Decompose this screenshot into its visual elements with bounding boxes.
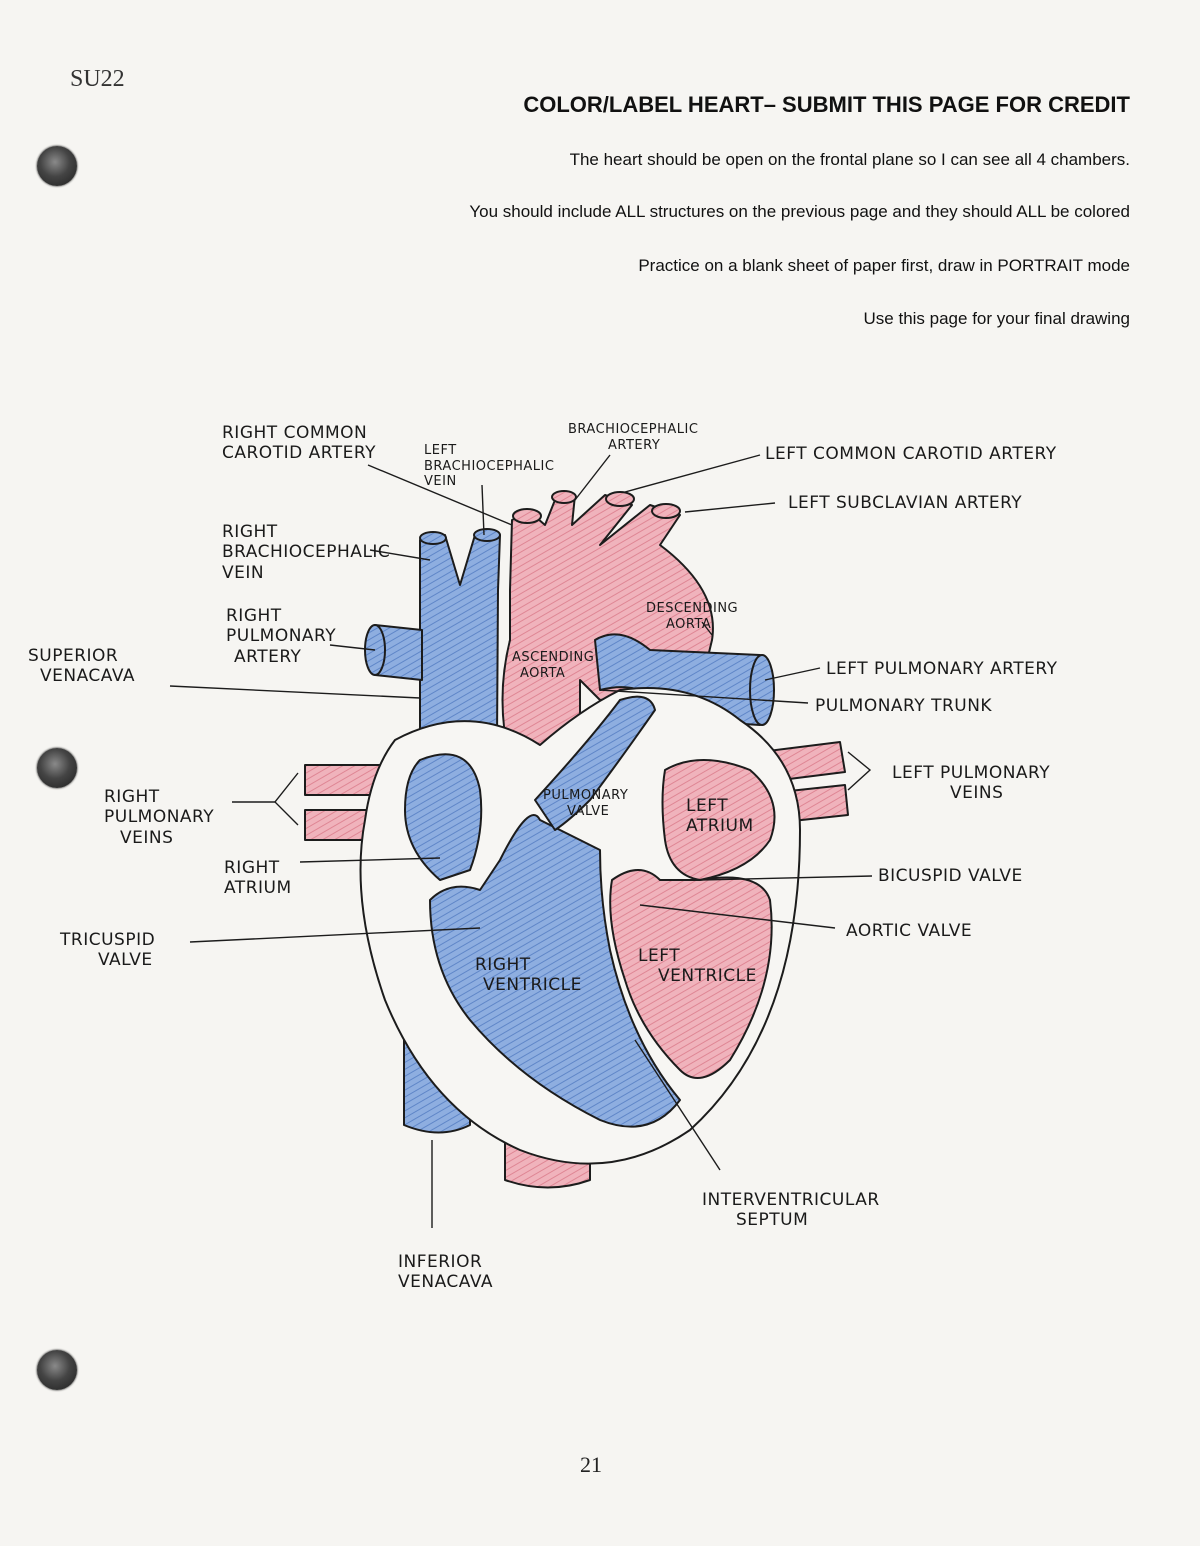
pulmonary-channel-shape — [534, 695, 656, 831]
left-atrium-shape — [661, 759, 776, 881]
superior-vena-cava-shape — [419, 534, 501, 741]
right-atrium-shape — [404, 753, 483, 881]
label-aortic-valve: AORTIC VALVE — [846, 921, 973, 941]
corner-code: SU22 — [70, 66, 125, 92]
label-left-common-carotid-artery: LEFT COMMON CAROTID ARTERY — [765, 444, 1057, 464]
instruction-line: Practice on a blank sheet of paper first… — [638, 256, 1130, 275]
instruction-line: You should include ALL structures on the… — [469, 202, 1130, 221]
page-title: COLOR/LABEL HEART– SUBMIT THIS PAGE FOR … — [523, 92, 1130, 117]
page-number: 21 — [580, 1452, 602, 1477]
binder-hole — [37, 146, 77, 186]
instruction-line: The heart should be open on the frontal … — [569, 150, 1130, 169]
label-bicuspid-valve: BICUSPID VALVE — [878, 866, 1023, 886]
binder-hole — [37, 748, 77, 788]
label-left-subclavian-artery: LEFT SUBCLAVIAN ARTERY — [788, 493, 1023, 513]
binder-hole — [37, 1350, 77, 1390]
label-pulmonary-trunk: PULMONARY TRUNK — [815, 696, 993, 716]
right-ventricle-shape — [429, 814, 681, 1128]
left-ventricle-shape — [609, 869, 773, 1079]
label-left-pulmonary-artery: LEFT PULMONARY ARTERY — [826, 659, 1058, 679]
instruction-line: Use this page for your final drawing — [863, 309, 1130, 328]
